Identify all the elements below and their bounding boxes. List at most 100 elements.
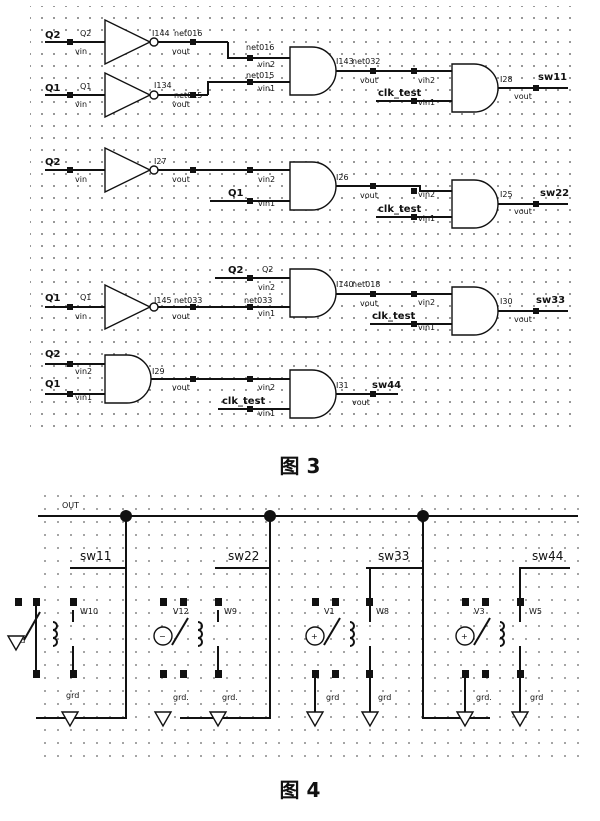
svg-text:grd.: grd.: [222, 693, 238, 702]
input-q2-label: Q2: [45, 349, 61, 360]
ground-icon: [208, 711, 228, 728]
svg-text:vin: vin: [75, 175, 87, 184]
and-gate: [451, 63, 499, 113]
svg-text:vout: vout: [360, 191, 378, 200]
svg-text:vout: vout: [172, 47, 190, 56]
svg-text:net016: net016: [174, 29, 202, 38]
svg-text:vin2: vin2: [258, 175, 275, 184]
svg-text:I144: I144: [152, 29, 170, 38]
ground-icon: [360, 711, 380, 728]
svg-text:W10: W10: [80, 607, 98, 616]
output-sw44-label: sw44: [372, 380, 401, 391]
svg-text:I28: I28: [500, 75, 513, 84]
svg-text:−: −: [159, 632, 166, 641]
and-gate: [289, 46, 337, 96]
voltage-source-icon: [305, 626, 325, 646]
svg-text:vin2: vin2: [258, 283, 275, 292]
clk-label: clk_test: [222, 396, 266, 407]
svg-text:vout: vout: [172, 383, 190, 392]
svg-text:net033: net033: [174, 296, 202, 305]
svg-text:W9: W9: [224, 607, 237, 616]
bus-out-label: OUT: [62, 501, 79, 510]
svg-text:vin1: vin1: [75, 393, 92, 402]
svg-text:vout: vout: [360, 299, 378, 308]
figure-3-caption: 图 3: [279, 454, 321, 478]
svg-text:grd: grd: [66, 691, 79, 700]
switch-sw11: sw11 W10 grd grd: [6, 516, 127, 728]
svg-text:I31: I31: [336, 381, 349, 390]
svg-text:I29: I29: [152, 367, 165, 376]
svg-text:vin1: vin1: [258, 199, 275, 208]
and-gate: [289, 161, 337, 211]
svg-text:vin2: vin2: [418, 298, 435, 307]
inverter-gate: [104, 18, 152, 66]
row-1: Q2 Q1 Q2 vin Q1 vin I144 I134 net016 net…: [45, 18, 568, 119]
svg-text:vout: vout: [352, 398, 370, 407]
inverter-gate: [104, 283, 152, 331]
switch-label: sw33: [378, 549, 409, 563]
svg-text:I134: I134: [154, 81, 172, 90]
svg-text:vin2: vin2: [418, 76, 435, 85]
svg-text:vout: vout: [172, 175, 190, 184]
output-sw22-label: sw22: [540, 188, 569, 199]
input-q2-label: Q2: [228, 265, 244, 276]
svg-text:vin2: vin2: [258, 383, 275, 392]
row-3: Q2 Q2 vin2 Q1 Q1 vin I145 net033 vout ne…: [45, 265, 568, 336]
input-q1-label: Q1: [228, 188, 244, 199]
svg-text:vin2: vin2: [418, 190, 435, 199]
svg-text:I30: I30: [500, 297, 513, 306]
svg-text:I25: I25: [500, 190, 513, 199]
svg-text:W5: W5: [529, 607, 542, 616]
svg-text:+: +: [461, 632, 468, 641]
ground-icon: [6, 635, 26, 652]
svg-text:I26: I26: [336, 173, 349, 182]
figure-4-caption: 图 4: [279, 778, 321, 802]
svg-text:vout: vout: [514, 207, 532, 216]
inverter-gate: [104, 146, 152, 194]
svg-text:net016: net016: [246, 43, 274, 52]
row-2: Q2 vin I27 vout vin2 Q1 vin1 I26 vout vi…: [45, 146, 569, 229]
svg-text:grd: grd: [378, 693, 391, 702]
svg-text:vin: vin: [75, 312, 87, 321]
switch-sw33: sw33 V1 W8 + grd grd: [305, 516, 490, 728]
ground-icon: [455, 711, 475, 728]
ground-icon: [510, 711, 530, 728]
voltage-source-icon: [153, 626, 173, 646]
output-sw33-label: sw33: [536, 295, 565, 306]
input-q2-label: Q2: [45, 157, 61, 168]
clk-label: clk_test: [372, 311, 416, 322]
svg-text:vin1: vin1: [418, 214, 435, 223]
svg-text:Q2: Q2: [80, 29, 91, 38]
svg-text:I140: I140: [336, 280, 354, 289]
svg-text:vin2: vin2: [75, 367, 92, 376]
svg-text:grd: grd: [530, 693, 543, 702]
ground-icon: [153, 711, 173, 728]
svg-text:I143: I143: [336, 57, 354, 66]
svg-text:vout: vout: [514, 92, 532, 101]
clk-label: clk_test: [378, 88, 422, 99]
svg-text:V12: V12: [173, 607, 189, 616]
switch-label: sw11: [80, 549, 111, 563]
switch-label: sw44: [532, 549, 563, 563]
svg-text:V3: V3: [474, 607, 485, 616]
svg-text:vin1: vin1: [258, 309, 275, 318]
figure-3-canvas: Q2 Q1 Q2 vin Q1 vin I144 I134 net016 net…: [30, 6, 575, 430]
ground-icon: [60, 711, 80, 728]
voltage-source-icon: [455, 626, 475, 646]
figure-3-schematic: Q2 Q1 Q2 vin Q1 vin I144 I134 net016 net…: [30, 6, 575, 430]
clk-label: clk_test: [378, 204, 422, 215]
svg-text:vin: vin: [75, 100, 87, 109]
ground-icon: [305, 711, 325, 728]
svg-text:vin1: vin1: [418, 323, 435, 332]
output-sw11-label: sw11: [538, 72, 567, 83]
svg-text:V1: V1: [324, 607, 335, 616]
svg-text:I145: I145: [154, 296, 172, 305]
input-q1-label: Q1: [45, 83, 61, 94]
inverter-gate: [104, 71, 152, 119]
svg-text:Q2: Q2: [262, 265, 273, 274]
and-gate: [451, 286, 499, 336]
svg-text:grd: grd: [326, 693, 339, 702]
svg-text:net018: net018: [352, 280, 380, 289]
svg-text:vin1: vin1: [418, 98, 435, 107]
svg-text:Q1: Q1: [80, 293, 91, 302]
